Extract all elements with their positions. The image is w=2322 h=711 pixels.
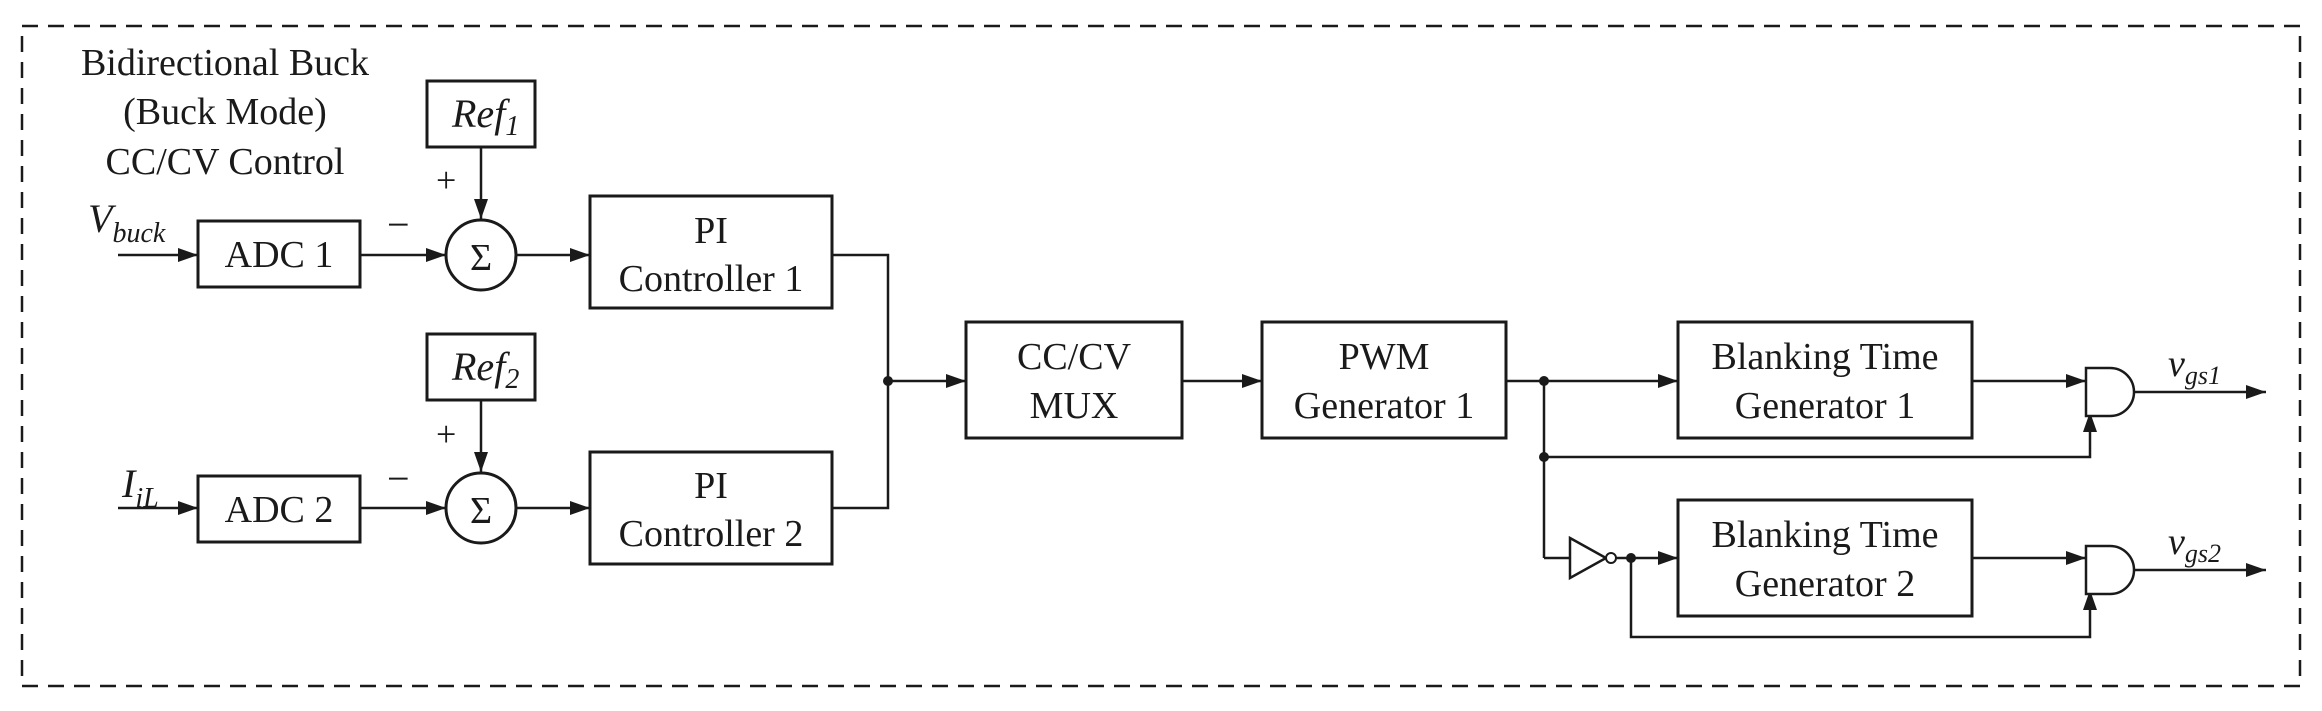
pwm-line1: PWM (1339, 336, 1430, 378)
pwm-generator-block (1260, 320, 1508, 440)
blanking-time-generator-2-block (1676, 498, 1974, 618)
vgs2-label: vgs2 (2168, 521, 2221, 568)
mux-line2: MUX (1030, 385, 1119, 427)
btg2-line2: Generator 2 (1735, 563, 1915, 605)
pi2-line1: PI (694, 465, 728, 507)
and-gate-1-icon (2084, 366, 2136, 418)
pi-controller-1-block (588, 194, 834, 310)
i-il-label: IiL (121, 461, 159, 514)
pwm-line2: Generator 1 (1294, 385, 1474, 427)
btg2-line1: Blanking Time (1712, 514, 1939, 556)
vgs1-label: vgs1 (2168, 343, 2221, 390)
ref2-block (425, 332, 537, 402)
plus-sign-1: + (436, 160, 456, 200)
plus-sign-2: + (436, 414, 456, 454)
pi1-line2: Controller 1 (619, 258, 804, 300)
wire-pwm-and1 (1544, 412, 2097, 459)
dashed-boundary (20, 24, 2302, 688)
ref2-label: Ref2 (451, 344, 519, 395)
pi1-line1: PI (694, 210, 728, 252)
adc1-label: ADC 1 (225, 234, 334, 276)
btg1-line1: Blanking Time (1712, 336, 1939, 378)
mux-line1: CC/CV (1017, 336, 1132, 378)
minus-sign-1: − (387, 202, 410, 247)
and-gate-2-icon (2084, 544, 2136, 596)
title-line-3: CC/CV Control (106, 141, 345, 183)
sum1-symbol: Σ (470, 237, 492, 279)
title-line-2: (Buck Mode) (123, 91, 327, 133)
inverter-bubble-icon (1605, 552, 1617, 564)
pi2-line2: Controller 2 (619, 513, 804, 555)
ref1-label: Ref1 (451, 91, 519, 142)
adc2-block (196, 474, 362, 544)
wire-inverter-and2 (1629, 558, 2097, 639)
inverter-gate-icon (1568, 535, 1609, 581)
wire-pi-merge (832, 253, 890, 510)
sum2-symbol: Σ (470, 490, 492, 532)
v-buck-label: Vbuck (88, 196, 166, 249)
btg1-line2: Generator 1 (1735, 385, 1915, 427)
minus-sign-2: − (387, 456, 410, 501)
adc2-label: ADC 2 (225, 489, 334, 531)
pi-controller-2-block (588, 450, 834, 566)
title-line-1: Bidirectional Buck (81, 42, 369, 84)
